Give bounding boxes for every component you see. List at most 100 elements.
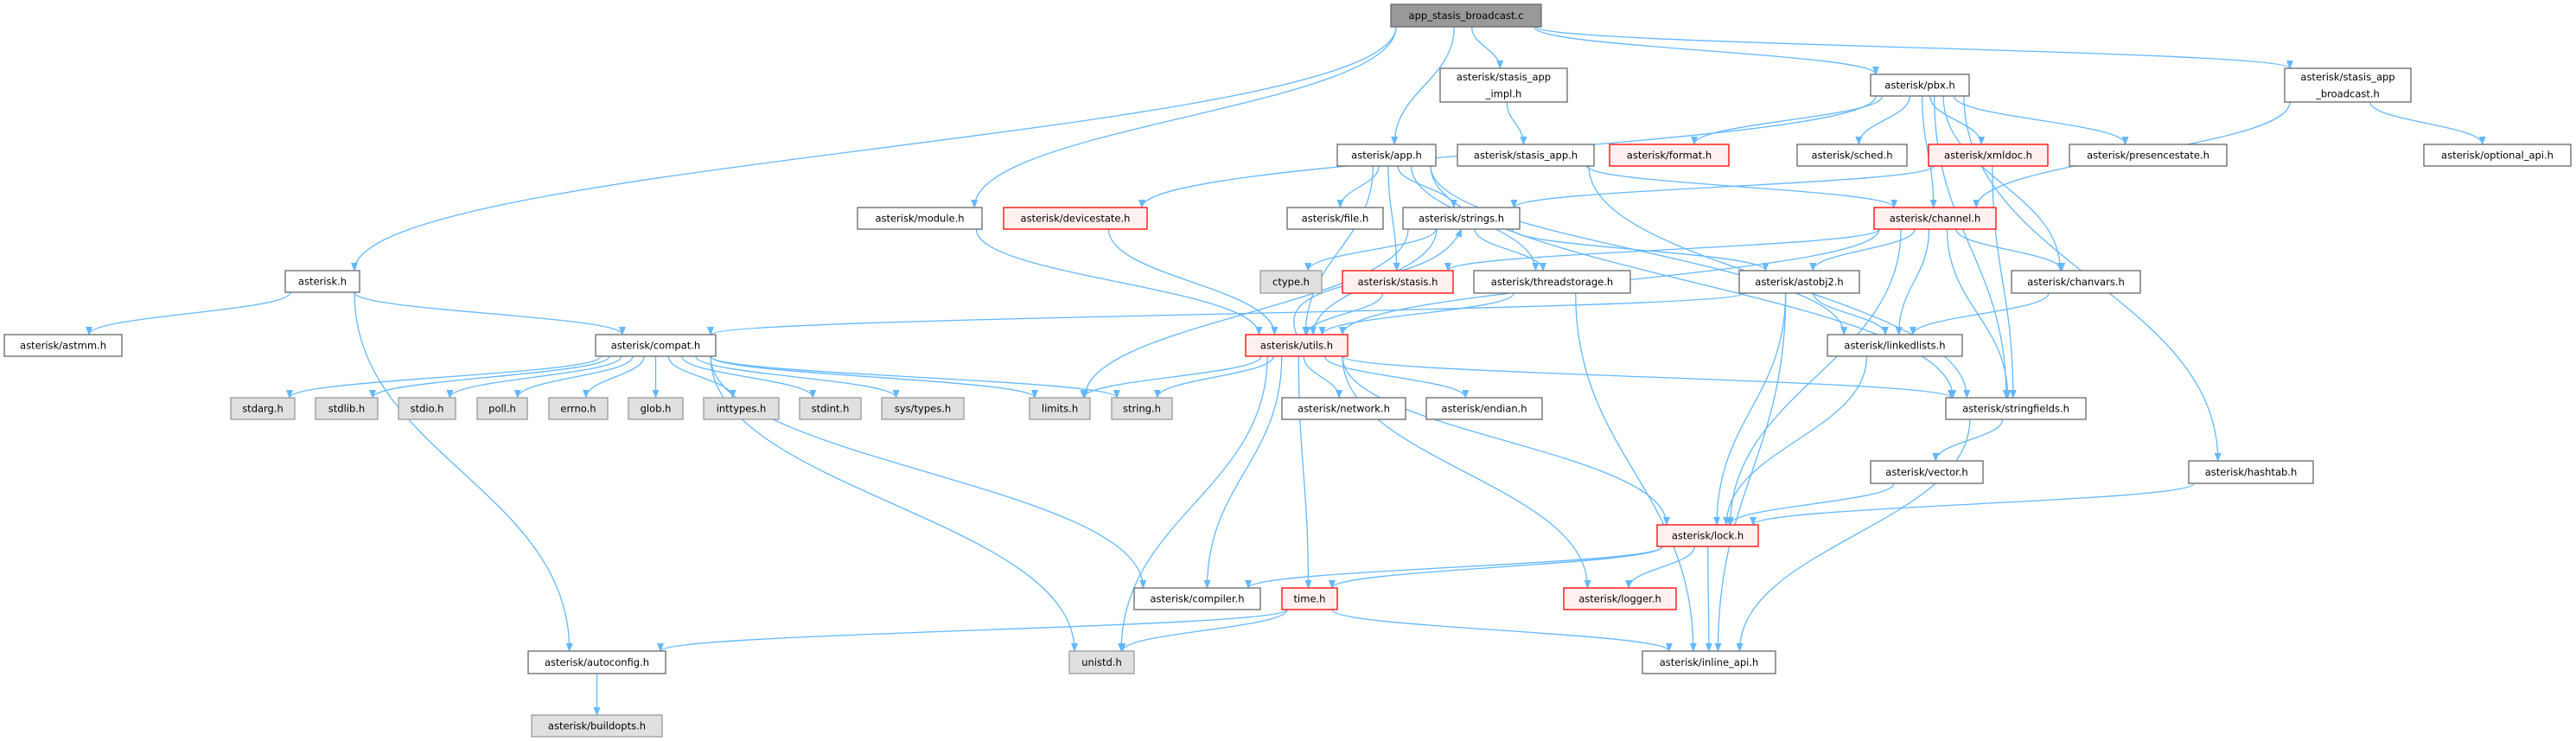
node-label: asterisk/inline_api.h	[1660, 656, 1759, 668]
node-strings[interactable]: asterisk/strings.h	[1402, 207, 1521, 230]
edge-chanvars-to-linkedlists	[1910, 292, 2050, 335]
node-chanvars[interactable]: asterisk/chanvars.h	[2011, 270, 2141, 294]
edge-hashtab-to-lock	[1750, 482, 2195, 526]
edge-root-to-pbx	[1533, 26, 1879, 75]
node-string[interactable]: string.h	[1111, 397, 1173, 420]
node-xmldoc[interactable]: asterisk/xmldoc.h	[1928, 144, 2049, 167]
node-label: asterisk/presencestate.h	[2087, 150, 2209, 162]
node-label: asterisk/linkedlists.h	[1844, 340, 1945, 352]
node-stdint[interactable]: stdint.h	[799, 397, 862, 420]
edge-stasis-to-utils	[1303, 292, 1384, 335]
node-box	[1003, 207, 1148, 230]
node-linkedlists[interactable]: asterisk/linkedlists.h	[1827, 334, 1963, 357]
edge-pbx-to-sched	[1855, 95, 1910, 145]
edge-strings-to-astobj2	[1511, 228, 1769, 271]
edge-strings-to-threadstorage	[1474, 228, 1546, 271]
node-vector[interactable]: asterisk/vector.h	[1870, 460, 1984, 484]
edge-pbx-to-format	[1691, 95, 1884, 145]
node-box	[857, 207, 983, 230]
node-file[interactable]: asterisk/file.h	[1286, 207, 1384, 230]
edge-utils-to-time	[1298, 355, 1312, 589]
node-asterisk-h[interactable]: asterisk.h	[284, 270, 360, 293]
node-errno[interactable]: errno.h	[548, 397, 609, 420]
edge-xmldoc-to-stringfields	[1992, 165, 2017, 399]
edge-compat-to-poll	[513, 355, 634, 399]
node-label: asterisk/buildopts.h	[548, 720, 646, 732]
node-stdlib[interactable]: stdlib.h	[315, 397, 379, 420]
node-stdio[interactable]: stdio.h	[398, 397, 456, 420]
node-astmm[interactable]: asterisk/astmm.h	[3, 334, 123, 357]
node-box	[3, 334, 123, 357]
node-inttypes[interactable]: inttypes.h	[703, 397, 780, 420]
node-devicestate[interactable]: asterisk/devicestate.h	[1003, 207, 1148, 230]
node-box	[1457, 144, 1595, 167]
edge-root-to-module	[971, 26, 1397, 208]
edge-channel-to-stringfields	[1946, 228, 2012, 399]
node-threadstorage[interactable]: asterisk/threadstorage.h	[1473, 270, 1631, 294]
node-sched[interactable]: asterisk/sched.h	[1796, 144, 1908, 167]
node-box	[1286, 207, 1384, 230]
node-box	[1738, 270, 1860, 294]
node-label: asterisk/file.h	[1302, 213, 1369, 225]
node-format[interactable]: asterisk/format.h	[1609, 144, 1730, 167]
edge-module-to-utils	[975, 228, 1263, 335]
node-stasis-app[interactable]: asterisk/stasis_app.h	[1457, 144, 1595, 167]
node-network[interactable]: asterisk/network.h	[1281, 397, 1406, 420]
node-buildopts[interactable]: asterisk/buildopts.h	[531, 714, 663, 738]
node-ctype[interactable]: ctype.h	[1259, 270, 1323, 294]
node-label: asterisk/logger.h	[1578, 593, 1661, 605]
node-module[interactable]: asterisk/module.h	[857, 207, 983, 230]
node-root[interactable]: app_stasis_broadcast.c	[1390, 3, 1542, 28]
node-stringfields[interactable]: asterisk/stringfields.h	[1945, 397, 2087, 420]
node-label: asterisk/stasis.h	[1358, 276, 1438, 288]
node-unistd[interactable]: unistd.h	[1068, 650, 1135, 674]
node-app[interactable]: asterisk/app.h	[1336, 144, 1437, 167]
node-impl[interactable]: asterisk/stasis_app_impl.h	[1439, 67, 1568, 103]
node-poll[interactable]: poll.h	[476, 397, 528, 420]
node-box	[1111, 397, 1173, 420]
edge-pbx-to-presence	[1953, 95, 2129, 145]
node-pbx[interactable]: asterisk/pbx.h	[1870, 73, 1970, 97]
node-box	[398, 397, 456, 420]
node-limits[interactable]: limits.h	[1029, 397, 1091, 420]
node-systypes[interactable]: sys/types.h	[881, 397, 965, 420]
node-label: asterisk/astmm.h	[20, 340, 106, 352]
node-compiler[interactable]: asterisk/compiler.h	[1133, 587, 1261, 610]
node-logger[interactable]: asterisk/logger.h	[1563, 587, 1677, 610]
node-endian[interactable]: asterisk/endian.h	[1425, 397, 1543, 420]
node-lock[interactable]: asterisk/lock.h	[1656, 524, 1759, 547]
node-broadcast[interactable]: asterisk/stasis_app_broadcast.h	[2284, 67, 2412, 103]
node-optional[interactable]: asterisk/optional_api.h	[2423, 144, 2572, 167]
node-box	[1609, 144, 1730, 167]
node-stasis[interactable]: asterisk/stasis.h	[1342, 270, 1454, 294]
node-box	[2011, 270, 2141, 294]
node-presence[interactable]: asterisk/presencestate.h	[2069, 144, 2228, 167]
node-label: ctype.h	[1272, 276, 1310, 288]
node-glob[interactable]: glob.h	[628, 397, 684, 420]
node-hashtab[interactable]: asterisk/hashtab.h	[2188, 460, 2314, 484]
edge-astobj2-to-lock	[1713, 292, 1787, 526]
node-inline[interactable]: asterisk/inline_api.h	[1642, 650, 1776, 674]
node-stdarg[interactable]: stdarg.h	[230, 397, 296, 420]
node-channel[interactable]: asterisk/channel.h	[1873, 207, 1997, 230]
edge-time-to-autoconfig	[657, 609, 1288, 652]
edge-utils-to-compiler	[1203, 355, 1283, 589]
edge-compat-to-stdarg	[286, 355, 602, 399]
edge-threadstorage-to-inline	[1575, 292, 1697, 652]
node-box	[2069, 144, 2228, 167]
edge-app-to-stasis	[1387, 165, 1400, 271]
node-autoconfig[interactable]: asterisk/autoconfig.h	[527, 650, 666, 674]
node-box	[1402, 207, 1521, 230]
node-box	[1336, 144, 1437, 167]
edge-compat-to-compiler	[710, 355, 1147, 589]
node-box	[595, 334, 717, 357]
nodes: app_stasis_broadcast.c asterisk.h asterisk…	[3, 3, 2572, 738]
node-label: asterisk/autoconfig.h	[545, 656, 649, 668]
edge-app-to-file	[1336, 165, 1380, 208]
node-label: asterisk/utils.h	[1260, 340, 1333, 352]
node-time[interactable]: time.h	[1281, 587, 1338, 610]
node-compat[interactable]: asterisk/compat.h	[595, 334, 717, 357]
node-label: glob.h	[641, 403, 672, 415]
node-astobj2[interactable]: asterisk/astobj2.h	[1738, 270, 1860, 294]
node-utils[interactable]: asterisk/utils.h	[1245, 334, 1349, 357]
